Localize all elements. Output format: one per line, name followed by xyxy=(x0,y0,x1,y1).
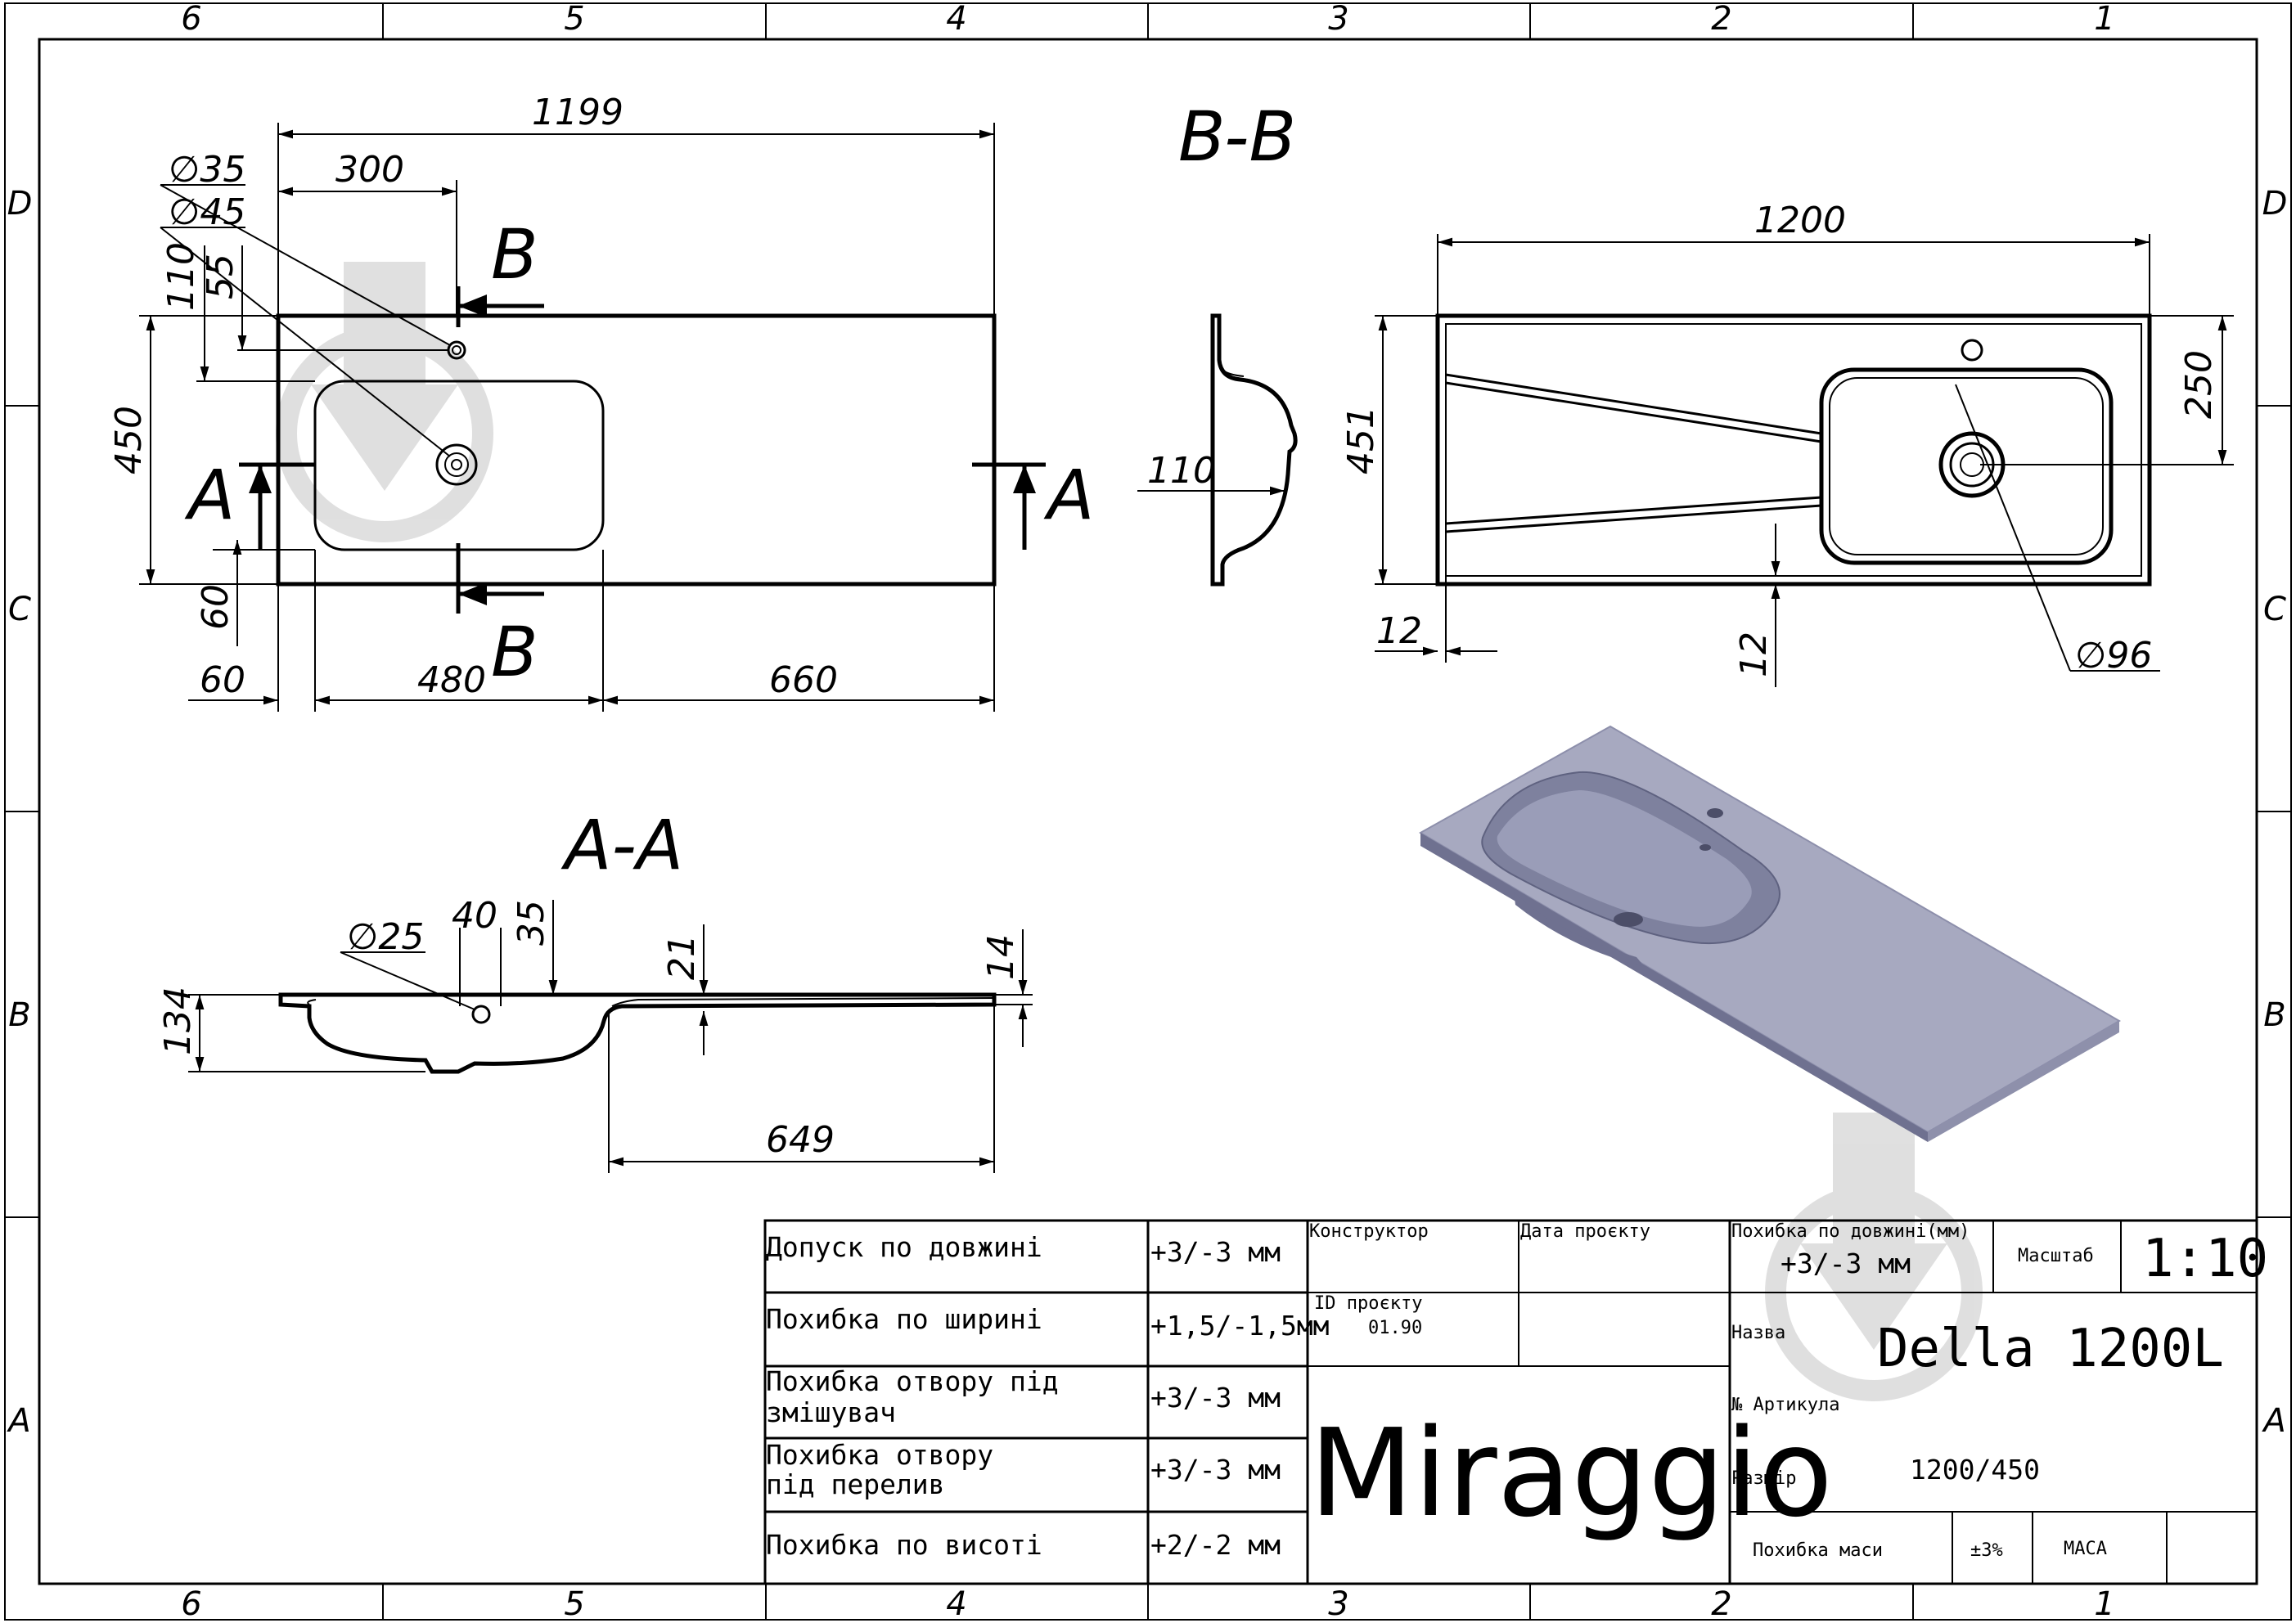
article-label: № Артикула xyxy=(1731,1395,1839,1415)
zone-bottom-2: 2 xyxy=(1711,1585,1731,1623)
mass-error-value: ±3% xyxy=(1970,1540,2003,1561)
section-aa-title: A-A xyxy=(560,805,683,885)
title-block: Допуск по довжині +3/-3 мм Похибка по ши… xyxy=(763,1219,2268,1585)
dim-bottom-rim-left: 12 xyxy=(1376,610,1422,652)
name-value: Della 1200L xyxy=(1877,1319,2224,1379)
bottom-view: 1200 451 250 12 12 ∅96 xyxy=(1340,200,2234,687)
zone-top-6: 6 xyxy=(181,0,201,38)
zone-right-c: C xyxy=(2263,591,2286,628)
zone-bottom-4: 4 xyxy=(946,1585,966,1623)
project-id-value: 01.90 xyxy=(1368,1318,1422,1338)
tolerance-value-height: +2/-2 мм xyxy=(1150,1529,1281,1561)
size-label: Размір xyxy=(1731,1468,1796,1489)
tolerance-value-mixer: +3/-3 мм xyxy=(1150,1382,1281,1414)
scale-value: 1:10 xyxy=(2142,1229,2268,1289)
dim-bb-depth: 110 xyxy=(1147,450,1216,492)
project-date-label: Дата проєкту xyxy=(1520,1221,1650,1242)
section-a-right-label: A xyxy=(1043,455,1094,535)
dim-aa-depth: 134 xyxy=(157,987,199,1055)
dim-aa-counter-length: 649 xyxy=(766,1119,835,1161)
section-bb-view: B-B 110 xyxy=(1137,97,1298,587)
plan-view: 1199 300 ∅35 ∅45 110 55 450 60 xyxy=(108,92,1094,712)
dim-aa-slab: 21 xyxy=(661,934,703,980)
zone-bottom-1: 1 xyxy=(2094,1585,2114,1623)
zone-left-d: D xyxy=(7,185,33,223)
zone-top-1: 1 xyxy=(2094,0,2114,38)
tolerance-value-width: +1,5/-1,5мм xyxy=(1150,1310,1330,1342)
dim-plan-bowl-bottom: 60 xyxy=(195,584,236,630)
name-label: Назва xyxy=(1731,1323,1785,1343)
tolerance-value-length: +3/-3 мм xyxy=(1150,1236,1281,1268)
mass-error-label: Похибка маси xyxy=(1753,1540,1883,1561)
mass-label: МАСА xyxy=(2064,1539,2107,1559)
section-b-top-label: B xyxy=(491,214,538,294)
designer-label: Конструктор xyxy=(1309,1221,1429,1242)
dim-aa-overflow-offset: 40 xyxy=(452,895,497,937)
brand-logo-text: Miraggio xyxy=(1309,1403,1833,1544)
scale-label: Масштаб xyxy=(2018,1246,2094,1266)
zone-right-b: B xyxy=(2263,996,2285,1034)
zone-bottom-3: 3 xyxy=(1328,1585,1348,1623)
dim-aa-edge: 14 xyxy=(980,934,1022,980)
dim-bottom-width: 451 xyxy=(1340,406,1382,474)
zone-bottom-5: 5 xyxy=(564,1585,584,1623)
dim-bottom-length: 1200 xyxy=(1754,200,1846,241)
zone-top-3: 3 xyxy=(1328,0,1348,38)
zone-right-a: A xyxy=(2261,1402,2285,1440)
sink-3d-render xyxy=(1418,725,2121,1142)
zone-top-2: 2 xyxy=(1711,0,1731,38)
dim-plan-width: 450 xyxy=(108,406,150,474)
length-error-value: +3/-3 мм xyxy=(1781,1248,1911,1279)
dim-plan-left-margin: 60 xyxy=(200,659,245,701)
tolerance-label-length: Допуск по довжині xyxy=(766,1231,1042,1263)
dim-plan-tap-offset: 300 xyxy=(335,149,404,191)
zone-left-c: C xyxy=(8,591,31,628)
dim-plan-right-length: 660 xyxy=(769,659,838,701)
dim-aa-overflow-height: 35 xyxy=(511,900,552,946)
tolerance-label-height: Похибка по висоті xyxy=(766,1529,1042,1561)
dim-plan-drain-diameter: ∅45 xyxy=(169,191,245,233)
zone-left-a: A xyxy=(6,1402,30,1440)
zone-top-5: 5 xyxy=(564,0,584,38)
dim-plan-length: 1199 xyxy=(532,92,624,133)
zone-top-4: 4 xyxy=(946,0,966,38)
size-value: 1200/450 xyxy=(1910,1454,2040,1486)
zone-left-b: B xyxy=(8,996,30,1034)
dim-bottom-rim-bottom: 12 xyxy=(1733,632,1775,677)
tolerance-value-overflow: +3/-3 мм xyxy=(1150,1454,1281,1486)
project-id-label: ID проєкту xyxy=(1314,1293,1422,1314)
dim-bottom-bowl-width: 250 xyxy=(2178,350,2220,419)
dim-plan-tap-diameter: ∅35 xyxy=(169,149,245,191)
section-bb-title: B-B xyxy=(1178,97,1296,177)
dim-plan-tap-y: 55 xyxy=(200,254,241,299)
dim-plan-bowl-length: 480 xyxy=(417,659,486,701)
dim-aa-overflow-diameter: ∅25 xyxy=(347,916,424,958)
tolerance-label-width: Похибка по ширині xyxy=(766,1303,1042,1335)
zone-bottom-6: 6 xyxy=(181,1585,201,1623)
section-aa-view: A-A ∅25 40 35 21 14 134 649 xyxy=(157,805,1033,1173)
zone-right-d: D xyxy=(2262,185,2288,223)
dim-bottom-drain-diameter: ∅96 xyxy=(2075,635,2152,677)
section-b-bottom-label: B xyxy=(491,612,538,692)
length-error-label: Похибка по довжині(мм) xyxy=(1731,1221,1970,1242)
dim-plan-bowl-top: 110 xyxy=(160,242,202,311)
section-a-left-label: A xyxy=(184,455,235,535)
